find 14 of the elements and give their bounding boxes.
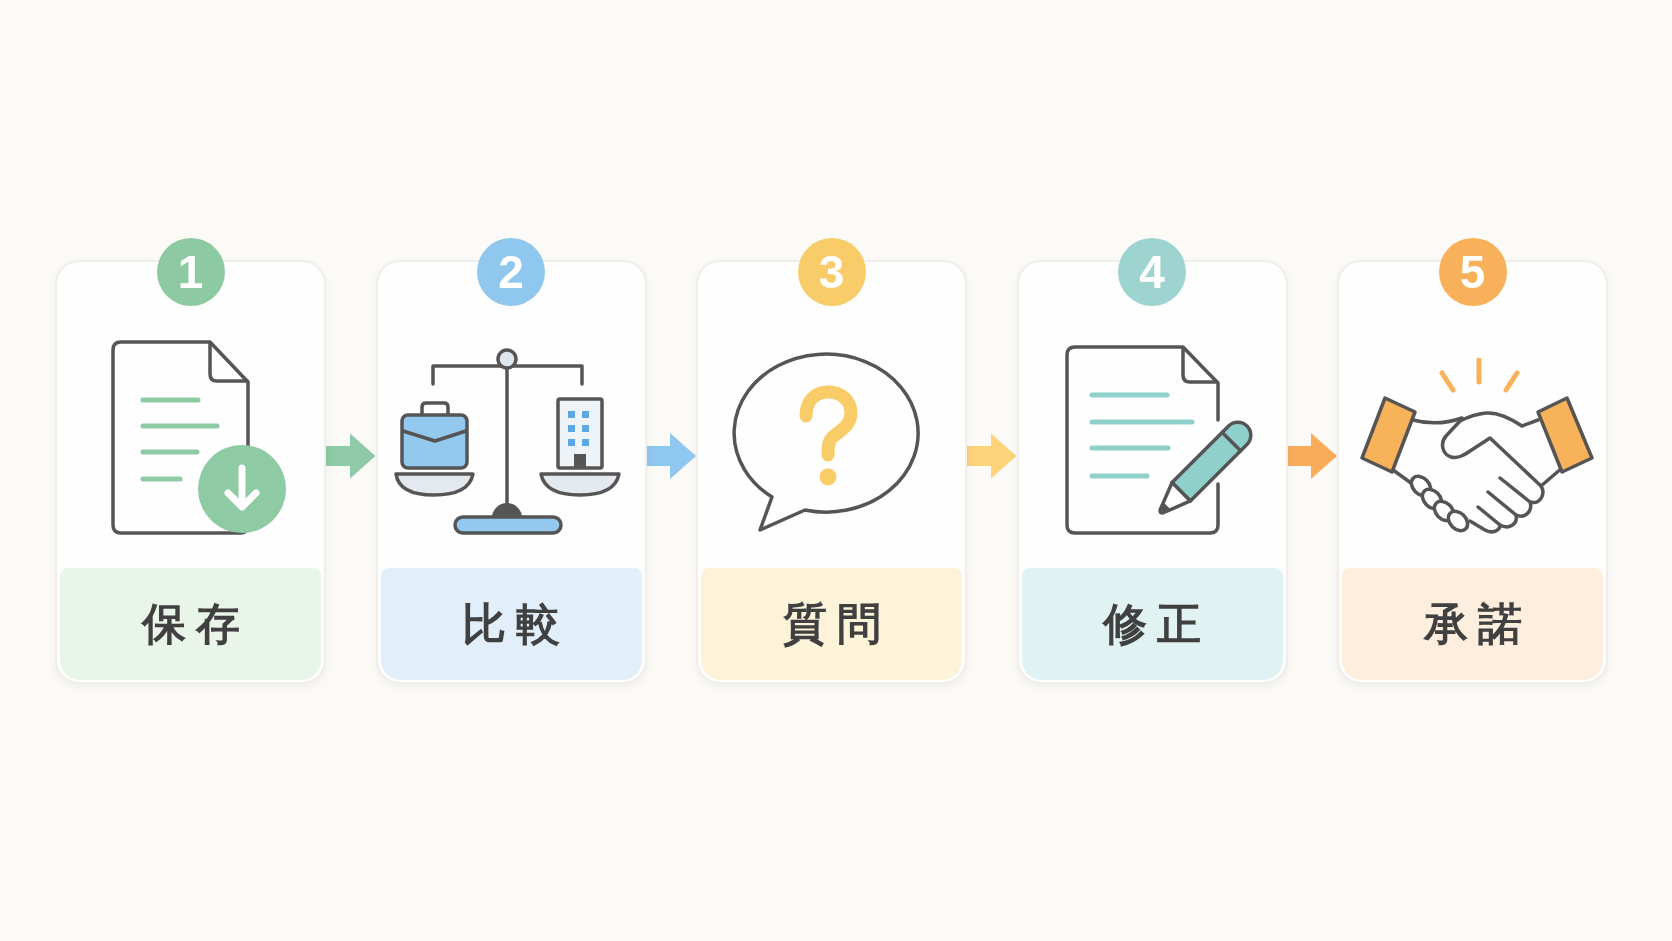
label-band: 承諾 [1342, 568, 1603, 680]
arrow [967, 433, 1017, 479]
arrow [1287, 433, 1337, 479]
label-band: 比較 [380, 568, 642, 680]
label-band: 保存 [60, 568, 321, 680]
number-badge: 5 [1438, 238, 1507, 306]
number-badge: 3 [797, 238, 866, 306]
number-badge: 4 [1118, 238, 1186, 306]
label-band: 質問 [701, 568, 962, 680]
number-badge: 2 [477, 238, 545, 306]
arrow [646, 433, 696, 479]
number-badge: 1 [156, 238, 225, 306]
label-band: 修正 [1021, 568, 1283, 680]
arrow [326, 433, 376, 479]
